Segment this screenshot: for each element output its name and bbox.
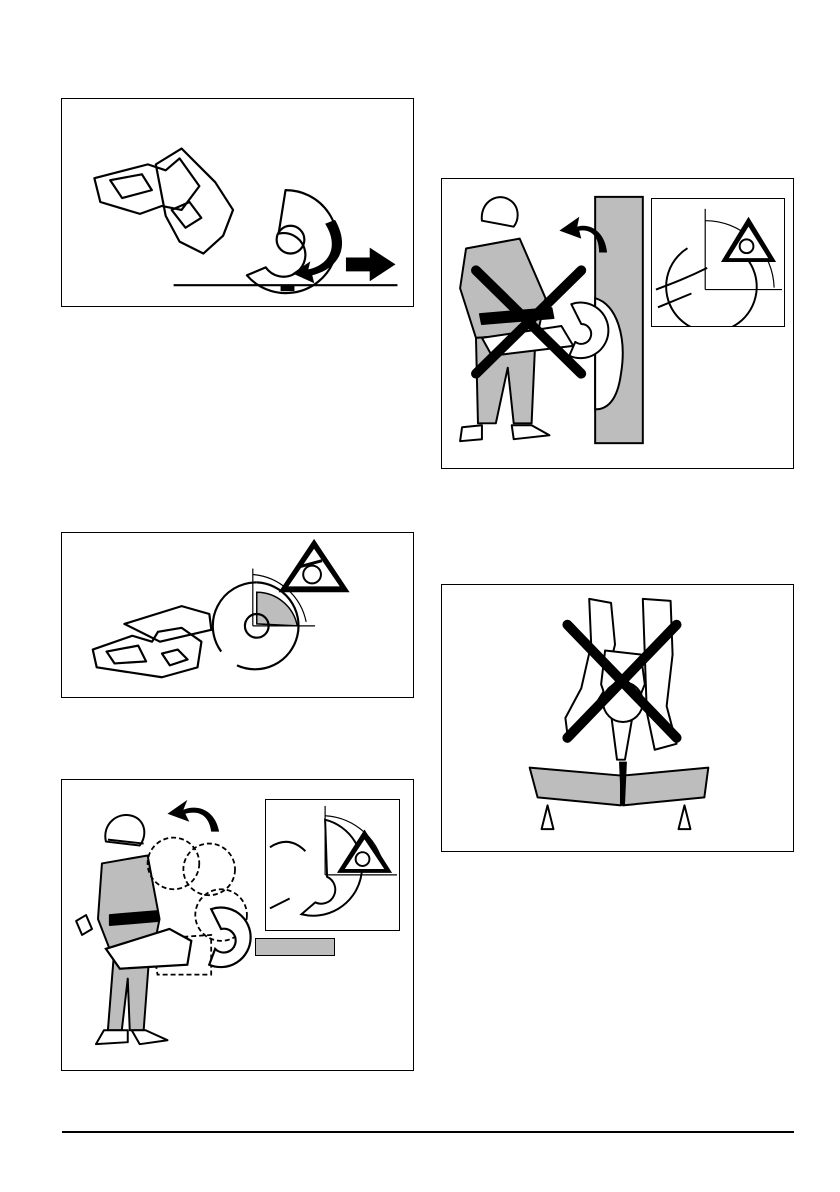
figure-kickback-person	[61, 779, 414, 1071]
shaded-label-box	[255, 938, 335, 956]
direction-arrow-icon	[346, 248, 396, 282]
figure-blade-pull	[61, 98, 414, 307]
blade-pull-illustration	[62, 99, 413, 306]
kickback-zone-illustration	[62, 533, 413, 697]
figure-pinch-prohibited	[441, 584, 794, 852]
kickback-arrow-icon	[167, 800, 219, 832]
kickback-sector	[257, 592, 298, 626]
contact-point-icon	[281, 285, 295, 291]
pinch-illustration	[442, 585, 793, 851]
kickback-inset	[265, 799, 400, 931]
kickback-warning-triangle-icon	[279, 539, 350, 592]
figure-wall-cut-prohibited	[441, 178, 794, 469]
figure-kickback-zone	[61, 532, 414, 698]
kickback-warning-triangle-icon	[721, 217, 776, 262]
kickback-warning-triangle-icon	[337, 830, 392, 873]
wall-cut-inset	[651, 198, 785, 327]
footer-rule	[62, 1131, 794, 1133]
